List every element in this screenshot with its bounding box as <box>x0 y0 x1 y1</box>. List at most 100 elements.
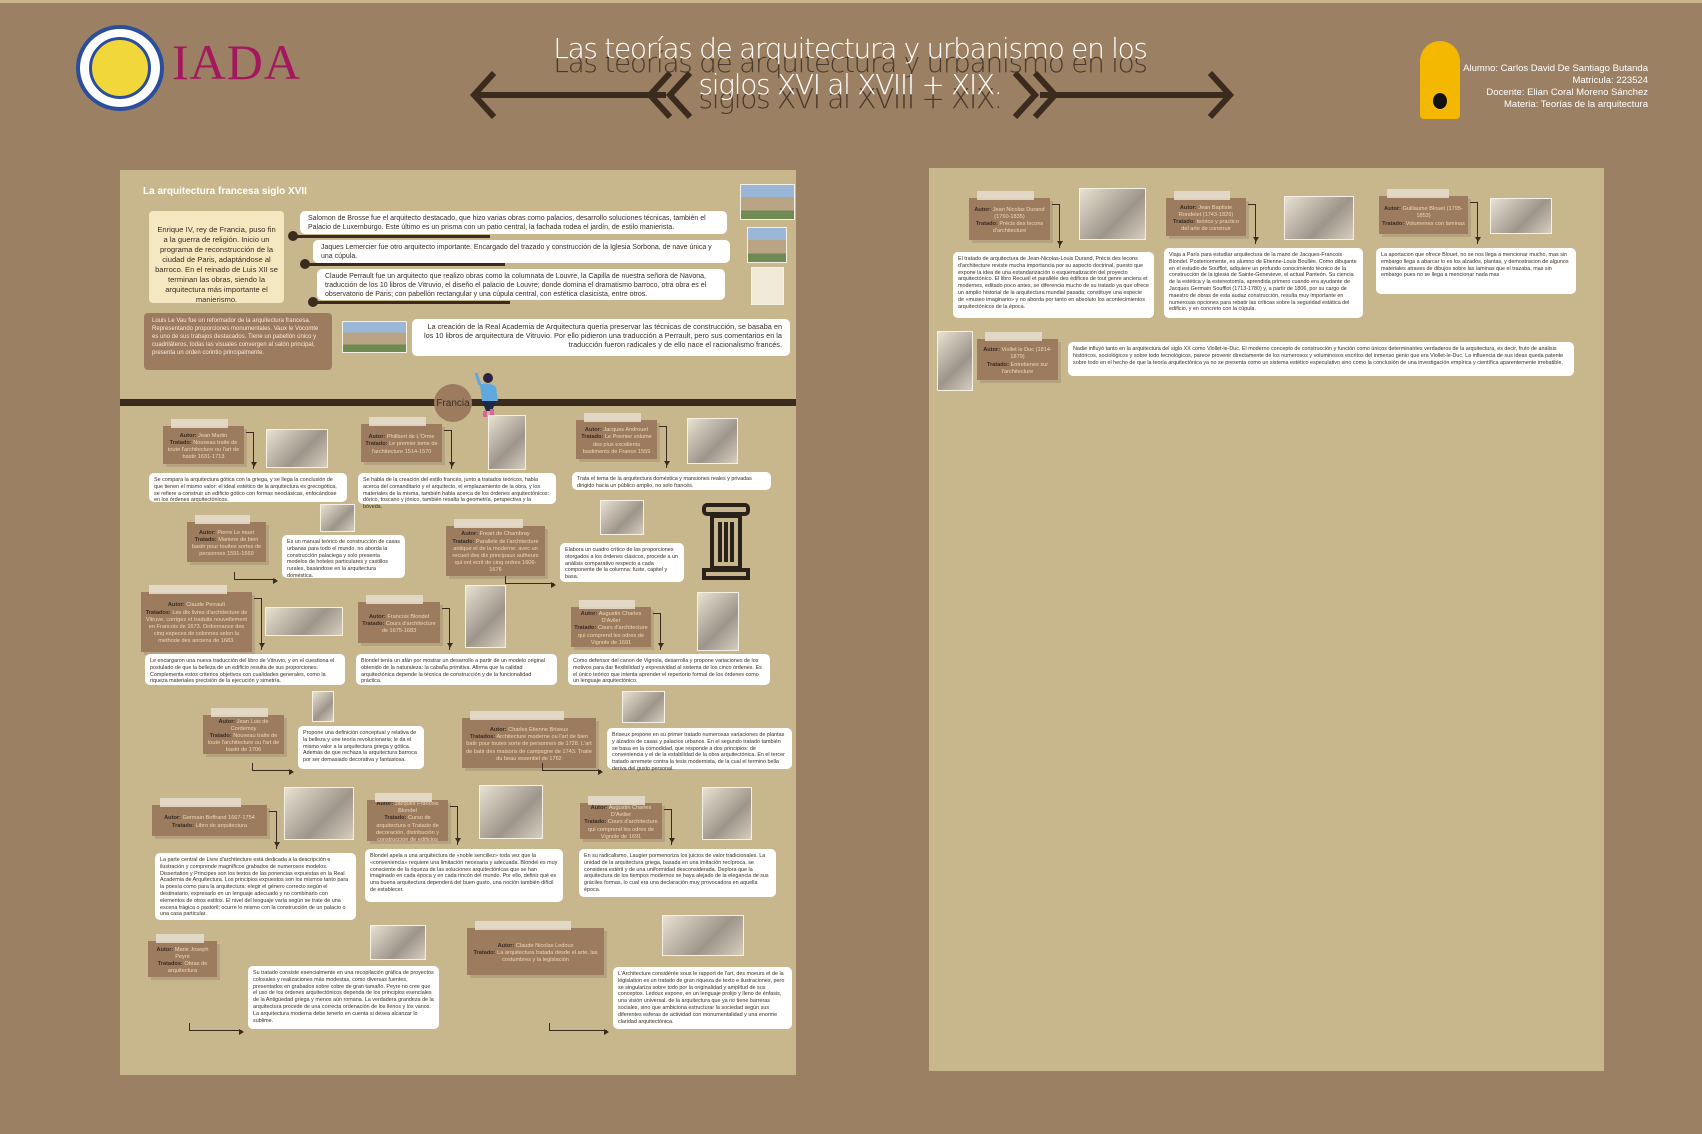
treatise-image <box>702 787 752 840</box>
author-name: Jean Luis de Cordemoy <box>230 718 269 732</box>
treatise-name: Les dix livres d'architecture de Vitruve… <box>145 609 248 645</box>
description-text: Se compara la arquitectura gótica con la… <box>149 473 347 503</box>
treatise-image <box>697 592 739 651</box>
connector-bar <box>312 301 510 304</box>
down-arrow-connector <box>450 806 461 845</box>
tape-decoration <box>475 921 571 930</box>
author-name: Jean Baptiste Rondelet (1743-1829) <box>1178 204 1234 218</box>
treatise-label: Tratado: <box>362 620 385 627</box>
tape-decoration <box>149 585 227 594</box>
tape-decoration <box>454 519 524 528</box>
treatise-label: Tratado: <box>574 625 597 632</box>
treatise-label: Tratado: <box>194 536 217 543</box>
author-name: Jean Nicolas Durand (1760-1835) <box>992 206 1045 220</box>
author-name: Augustin Charles D'Aviler <box>598 611 642 625</box>
down-arrow-connector <box>1470 202 1481 244</box>
tape-decoration <box>1387 189 1450 198</box>
iada-logo: IADA <box>172 34 301 90</box>
description-text: Trata el tema de la arquitectura domésti… <box>572 472 771 490</box>
author-label: Autor: <box>974 206 992 213</box>
treatise-name: Parallele de l'architecture antique et d… <box>452 538 539 574</box>
treatise-label: Tratado: <box>584 819 607 826</box>
author-label: Autor: <box>584 427 602 434</box>
tape-decoration <box>470 711 564 720</box>
description-text: Elabora un cuadro crítico de las proporc… <box>560 543 684 582</box>
author-name: Jacques Androuet <box>603 427 649 434</box>
treatise-image <box>284 787 354 840</box>
description-text: Su tratado consiste esencialmente en una… <box>248 966 439 1029</box>
author-name: Philibert de L'Orme <box>386 434 435 441</box>
author-label: Autor: <box>368 434 386 441</box>
tape-decoration <box>366 595 424 604</box>
treatise-image <box>479 785 543 839</box>
treatise-label: Tratado: <box>581 434 604 441</box>
treatise-label: Tratados: <box>145 609 171 616</box>
treatise-name: Architecture moderne ou l'art de bien ba… <box>466 734 592 762</box>
description-text: El tratado de arquitectura de Jean-Nicol… <box>953 252 1154 318</box>
treatise-image <box>1490 198 1552 234</box>
treatise-image <box>662 915 744 956</box>
treatise-name: Nouveau traite de toute l'architecture o… <box>167 439 240 461</box>
down-arrow-connector <box>659 426 670 468</box>
treatise-image <box>1079 188 1146 240</box>
section-title: La arquitectura francesa siglo XVII <box>143 186 307 197</box>
author-name: Jacques Francois Blondel <box>394 800 439 815</box>
treatise-label: Tratados: <box>157 961 183 967</box>
author-card: Autor: Guillaume Blouet (1795-1853)Trata… <box>1379 189 1468 234</box>
sorbonne-image <box>747 227 787 263</box>
author-name: Germain Boffrand 1667-1754 <box>182 815 255 822</box>
treatise-name: Cours d'architecture de 1675-1683 <box>381 620 436 635</box>
author-label: Autor: <box>461 531 479 538</box>
down-arrow-connector <box>653 613 664 650</box>
treatise-image <box>465 585 506 648</box>
author-name: Augustin Charles D'Avilier <box>608 805 652 819</box>
author-label: Autor: <box>376 800 394 807</box>
down-arrow-connector <box>444 430 455 469</box>
levau-card: Louis Le Vau fue un reformador de la arq… <box>144 313 332 370</box>
vaux-le-vicomte-image <box>342 321 407 353</box>
author-name: Freart de Chambray <box>479 531 530 538</box>
treatise-image <box>488 415 526 470</box>
description-text: Blondel apela a una arquitectura de «nob… <box>365 849 563 902</box>
tape-decoration <box>375 793 432 802</box>
author-name: Charles Etienne Briseux <box>508 726 569 733</box>
treatise-image <box>320 504 355 532</box>
salomon-text: Salomon de Brosse fue el arquitecto dest… <box>300 211 727 234</box>
author-label: Autor: <box>489 726 507 733</box>
author-label: Autor: <box>179 432 197 439</box>
treatise-label: Tratado: <box>986 361 1009 368</box>
down-arrow-connector <box>664 809 675 845</box>
student-name: Alumno: Carlos David De Santiago Butanda <box>1463 63 1648 74</box>
down-arrow-connector <box>246 432 257 469</box>
author-name: Guillaume Blouet (1795-1853) <box>1402 206 1463 220</box>
author-label: Autor: <box>590 805 608 811</box>
connector-bar <box>292 235 490 238</box>
timeline-marker-francia: Francia <box>434 384 472 422</box>
tape-decoration <box>579 600 635 609</box>
treatise-label: Tratado: <box>365 441 388 448</box>
treatise-image <box>937 331 973 391</box>
tape-decoration <box>369 417 426 426</box>
tape-decoration <box>211 708 268 717</box>
right-arrow-connector <box>505 576 556 588</box>
author-label: Autor: <box>156 946 174 953</box>
author-label: Autor: <box>580 611 598 617</box>
treatise-image <box>687 418 738 464</box>
treatise-image <box>370 925 426 960</box>
luxembourg-palace-image <box>740 184 795 220</box>
right-arrow-connector <box>189 1023 244 1035</box>
treatise-name: Cours d'architecture qui comprend les od… <box>588 819 658 840</box>
title-line-1: Las teorías de arquitectura y urbanismo … <box>553 32 1148 65</box>
faculty-crest-icon <box>1420 41 1460 119</box>
author-label: Autor: <box>497 942 515 949</box>
treatise-name: Obras de arquitectura <box>167 961 208 975</box>
academia-text: La creación de la Real Academia de Arqui… <box>412 319 790 356</box>
